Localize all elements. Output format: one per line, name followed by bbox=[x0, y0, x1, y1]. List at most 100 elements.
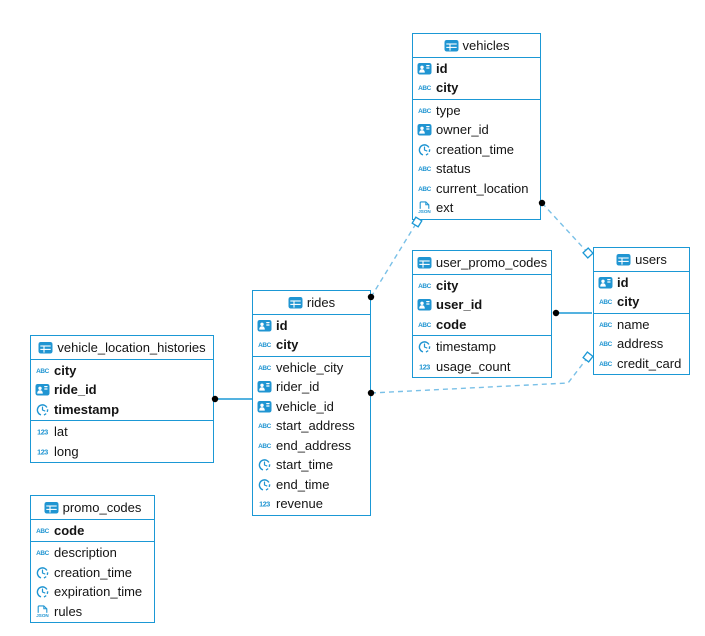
column-row-code[interactable]: ABC code bbox=[413, 315, 551, 335]
table-header[interactable]: vehicle_location_histories bbox=[31, 336, 213, 360]
column-name: current_location bbox=[436, 180, 529, 196]
relationship-square-endpoint bbox=[582, 247, 594, 259]
timestamp-type-icon bbox=[257, 477, 272, 492]
svg-text:123: 123 bbox=[37, 447, 48, 456]
column-name: address bbox=[617, 336, 664, 352]
table-header[interactable]: users bbox=[594, 248, 689, 272]
column-name: start_time bbox=[276, 457, 334, 473]
column-name: code bbox=[54, 522, 85, 538]
timestamp-type-icon bbox=[35, 402, 50, 417]
uuid-type-icon bbox=[257, 318, 272, 333]
column-name: revenue bbox=[276, 496, 323, 512]
uuid-type-icon bbox=[417, 122, 432, 137]
relationship-square-endpoint bbox=[582, 351, 594, 363]
column-row-start_time[interactable]: start_time bbox=[253, 455, 370, 475]
table-header[interactable]: rides bbox=[253, 291, 370, 315]
text-type-icon: ABC bbox=[257, 418, 272, 433]
column-row-id[interactable]: id bbox=[253, 316, 370, 336]
number-type-icon: 123 bbox=[35, 444, 50, 459]
column-row-ext[interactable]: JSON ext bbox=[413, 198, 540, 218]
column-row-owner_id[interactable]: owner_id bbox=[413, 120, 540, 140]
column-row-end_time[interactable]: end_time bbox=[253, 475, 370, 495]
column-name: city bbox=[617, 294, 640, 310]
column-name: code bbox=[436, 316, 467, 332]
table-icon bbox=[38, 340, 53, 355]
text-type-icon: ABC bbox=[598, 336, 613, 351]
text-type-icon: ABC bbox=[417, 317, 432, 332]
column-row-id[interactable]: id bbox=[413, 59, 540, 79]
svg-text:ABC: ABC bbox=[599, 341, 612, 348]
column-name: id bbox=[436, 60, 448, 76]
column-row-status[interactable]: ABC status bbox=[413, 159, 540, 179]
column-row-user_id[interactable]: user_id bbox=[413, 295, 551, 315]
column-row-ride_id[interactable]: ride_id bbox=[31, 380, 213, 400]
column-name: status bbox=[436, 161, 471, 177]
uuid-type-icon bbox=[417, 297, 432, 312]
column-row-expiration_time[interactable]: expiration_time bbox=[31, 582, 154, 602]
table-header[interactable]: promo_codes bbox=[31, 496, 154, 520]
column-row-address[interactable]: ABC address bbox=[594, 334, 689, 354]
svg-text:JSON: JSON bbox=[418, 209, 431, 214]
column-name: vehicle_city bbox=[276, 359, 344, 375]
column-row-creation_time[interactable]: creation_time bbox=[413, 140, 540, 160]
column-row-revenue[interactable]: 123 revenue bbox=[253, 494, 370, 514]
svg-text:ABC: ABC bbox=[418, 166, 431, 173]
svg-text:ABC: ABC bbox=[258, 365, 271, 372]
relationship-vehicles-to-users[interactable] bbox=[541, 202, 589, 254]
column-row-id[interactable]: id bbox=[594, 273, 689, 293]
svg-text:ABC: ABC bbox=[258, 443, 271, 450]
column-name: user_id bbox=[436, 297, 483, 313]
column-name: rider_id bbox=[276, 379, 320, 395]
column-row-rider_id[interactable]: rider_id bbox=[253, 377, 370, 397]
text-type-icon: ABC bbox=[257, 438, 272, 453]
column-row-city[interactable]: ABC city bbox=[594, 292, 689, 312]
uuid-type-icon bbox=[35, 382, 50, 397]
column-row-timestamp[interactable]: timestamp bbox=[413, 337, 551, 357]
svg-text:ABC: ABC bbox=[599, 299, 612, 306]
uuid-type-icon bbox=[257, 379, 272, 394]
column-row-vehicle_id[interactable]: vehicle_id bbox=[253, 397, 370, 417]
text-type-icon: ABC bbox=[417, 161, 432, 176]
table-header[interactable]: user_promo_codes bbox=[413, 251, 551, 275]
table-header[interactable]: vehicles bbox=[413, 34, 540, 58]
column-row-timestamp[interactable]: timestamp bbox=[31, 400, 213, 420]
svg-text:123: 123 bbox=[37, 428, 48, 437]
timestamp-type-icon bbox=[417, 142, 432, 157]
column-row-vehicle_city[interactable]: ABC vehicle_city bbox=[253, 358, 370, 378]
text-type-icon: ABC bbox=[417, 103, 432, 118]
table-icon bbox=[288, 295, 303, 310]
column-name: ext bbox=[436, 200, 454, 216]
svg-text:ABC: ABC bbox=[258, 423, 271, 430]
text-type-icon: ABC bbox=[598, 294, 613, 309]
number-type-icon: 123 bbox=[257, 496, 272, 511]
timestamp-type-icon bbox=[257, 457, 272, 472]
table-title: vehicles bbox=[462, 37, 510, 53]
relationship-rides-to-vehicles[interactable] bbox=[370, 221, 418, 298]
column-row-creation_time[interactable]: creation_time bbox=[31, 563, 154, 583]
